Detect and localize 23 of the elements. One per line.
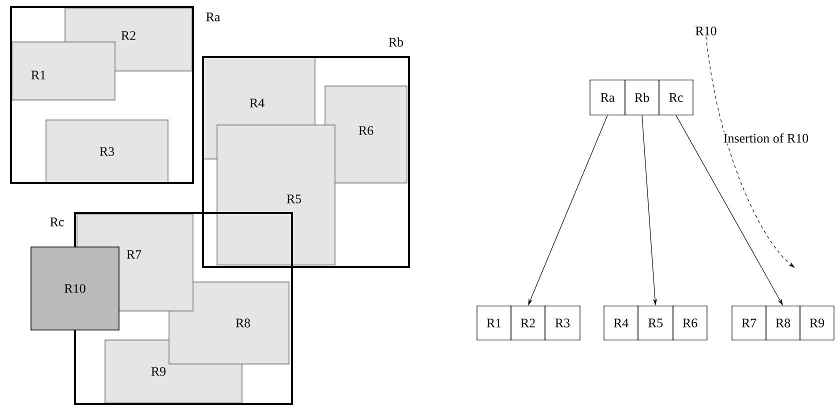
region-box: R8 bbox=[168, 282, 290, 364]
region-box: R6 bbox=[324, 86, 408, 184]
entry-cell: R9 bbox=[800, 306, 834, 340]
entry-cell: R3 bbox=[544, 306, 580, 340]
new-region-box: R10 bbox=[30, 246, 120, 330]
region-box: R5 bbox=[216, 124, 336, 266]
edge-label: Insertion of R10 bbox=[722, 132, 810, 144]
entry-cell: Rb bbox=[624, 80, 660, 116]
frame-label: Rc bbox=[50, 218, 64, 226]
frame-label: Rb bbox=[388, 37, 404, 47]
entry-label: R10 bbox=[696, 26, 716, 36]
entry-cell: Rc bbox=[658, 80, 694, 116]
entry-cell: R7 bbox=[732, 306, 766, 340]
region-box: R1 bbox=[12, 42, 116, 100]
entry-cell: R1 bbox=[476, 306, 512, 340]
entry-cell: R8 bbox=[766, 306, 800, 340]
entry-cell: R5 bbox=[638, 306, 674, 340]
frame-label: Ra bbox=[206, 12, 220, 22]
entry-cell: R2 bbox=[510, 306, 546, 340]
entry-cell: Ra bbox=[590, 80, 626, 116]
entry-cell: R4 bbox=[604, 306, 638, 340]
region-box: R3 bbox=[46, 120, 168, 184]
entry-cell: R6 bbox=[672, 306, 708, 340]
